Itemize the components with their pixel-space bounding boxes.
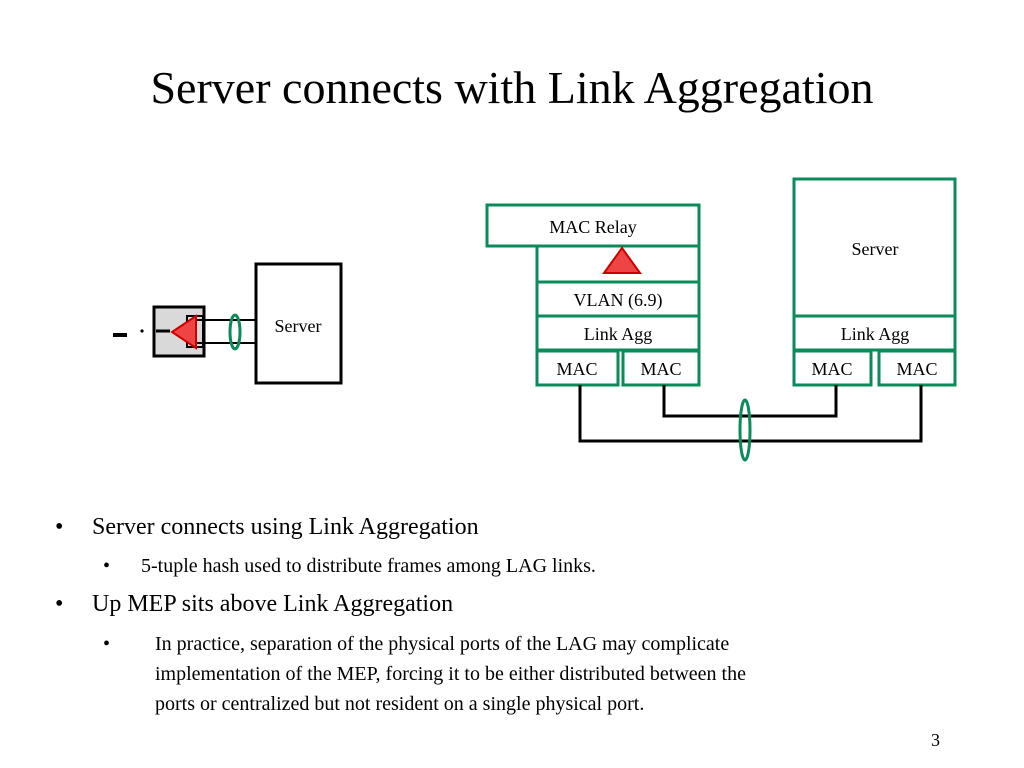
server-link-agg-label: Link Agg bbox=[841, 324, 910, 344]
bridge-link-agg-label: Link Agg bbox=[584, 324, 653, 344]
bridge-stack: MAC Relay VLAN (6.9) Link Agg MAC MAC bbox=[485, 203, 701, 387]
left-server-box bbox=[254, 262, 343, 385]
server-stack: Server Link Agg MAC MAC bbox=[792, 177, 957, 387]
bridge-mac-1-box bbox=[535, 349, 620, 387]
sub-bullet-text-line-3: ports or centralized but not resident on… bbox=[155, 693, 645, 715]
mep-triangle-icon bbox=[170, 314, 197, 350]
bridge-mac-1-label: MAC bbox=[556, 359, 597, 379]
left-server-label: Server bbox=[275, 316, 322, 336]
vlan-box bbox=[535, 280, 701, 318]
vlan-label: VLAN (6.9) bbox=[574, 290, 663, 311]
bridge-mac-2-label: MAC bbox=[640, 359, 681, 379]
right-server-label: Server bbox=[852, 239, 899, 259]
server-mac-2-label: MAC bbox=[896, 359, 937, 379]
bullet-text: Server connects using Link Aggregation bbox=[92, 514, 479, 540]
slide-title: Server connects with Link Aggregation bbox=[150, 62, 874, 113]
page-number: 3 bbox=[931, 730, 940, 750]
server-mac-1-box bbox=[792, 349, 873, 387]
server-mac-1-label: MAC bbox=[811, 359, 852, 379]
server-mac-2-box bbox=[877, 349, 957, 387]
sub-bullet-text-line-2: implementation of the MEP, forcing it to… bbox=[155, 663, 746, 685]
lag-ellipse-icon bbox=[738, 398, 752, 462]
lag-ellipse-icon bbox=[228, 313, 242, 351]
mac-relay-box bbox=[485, 203, 701, 248]
bridge-link-agg-box bbox=[535, 314, 701, 352]
left-diagram: Server bbox=[113, 262, 343, 385]
bridge-mac-2-box bbox=[621, 349, 701, 387]
mac-relay-label: MAC Relay bbox=[549, 217, 637, 237]
sub-bullet-text: 5-tuple hash used to distribute frames a… bbox=[141, 555, 596, 577]
mep-triangle-icon bbox=[602, 246, 642, 274]
server-link-agg-box bbox=[792, 314, 957, 352]
dash-dot bbox=[140, 329, 144, 333]
sub-bullet-text-line-1: In practice, separation of the physical … bbox=[155, 633, 730, 655]
bullet-text: Up MEP sits above Link Aggregation bbox=[92, 591, 454, 617]
